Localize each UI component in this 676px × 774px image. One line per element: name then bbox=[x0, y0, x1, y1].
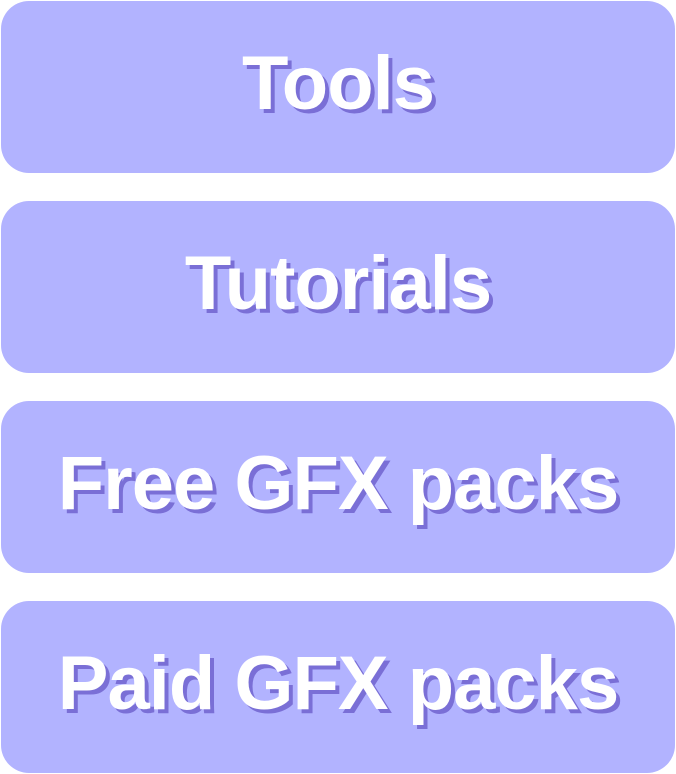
paid-gfx-packs-button[interactable]: Paid GFX packs bbox=[1, 601, 675, 773]
tutorials-button-label: Tutorials bbox=[184, 241, 492, 326]
tools-button-label: Tools bbox=[241, 41, 435, 126]
free-gfx-packs-button-label: Free GFX packs bbox=[57, 441, 619, 526]
paid-gfx-packs-button-label: Paid GFX packs bbox=[57, 641, 619, 726]
tutorials-button[interactable]: Tutorials bbox=[1, 201, 675, 373]
tools-button[interactable]: Tools bbox=[1, 1, 675, 173]
free-gfx-packs-button[interactable]: Free GFX packs bbox=[1, 401, 675, 573]
